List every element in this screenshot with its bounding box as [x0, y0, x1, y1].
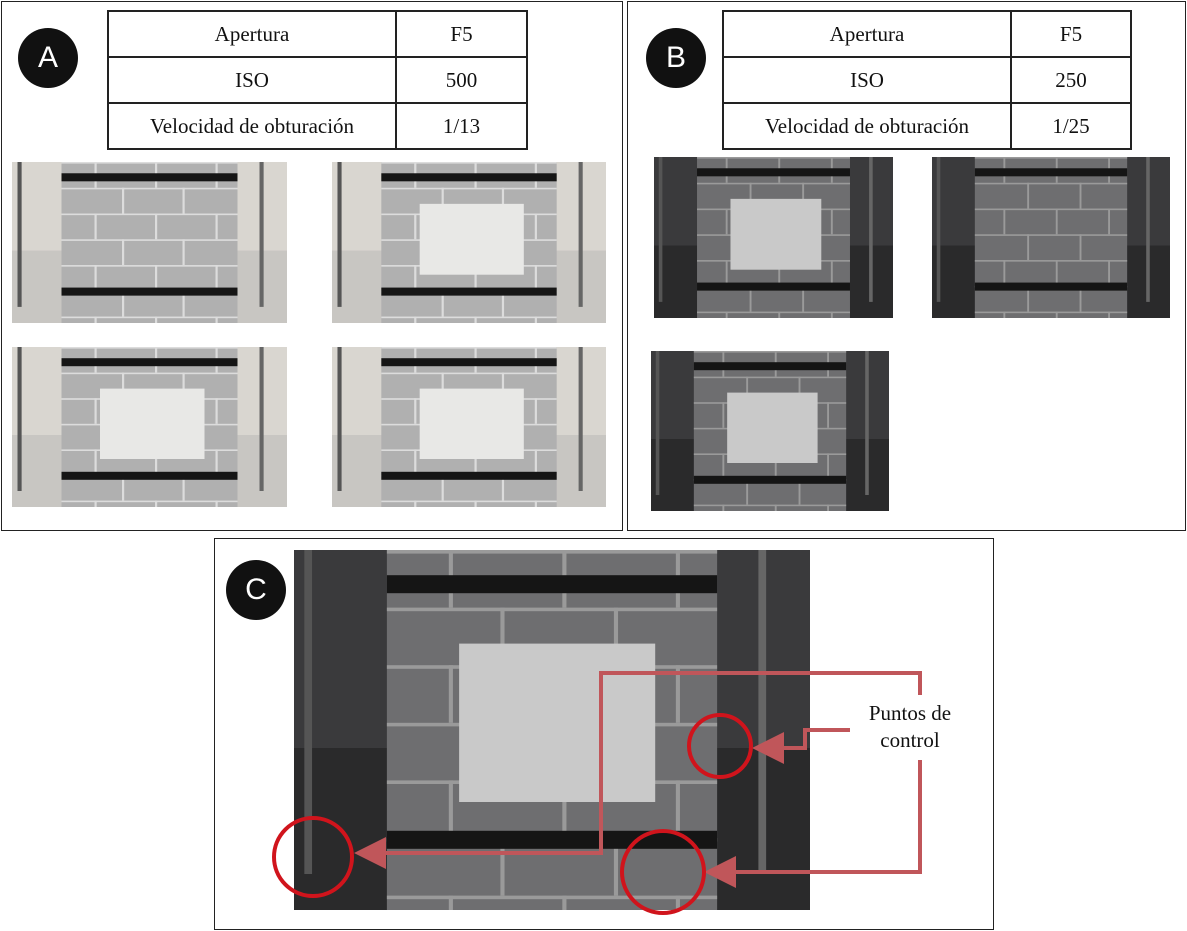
photo-c [294, 550, 810, 910]
param-name: ISO [107, 56, 397, 104]
photo-b1 [654, 157, 893, 318]
photo-b2 [932, 157, 1170, 318]
param-name: Apertura [722, 10, 1012, 58]
param-value: F5 [1010, 10, 1132, 58]
panel-a [1, 1, 623, 531]
param-name: ISO [722, 56, 1012, 104]
label-line-1: Puntos de [868, 701, 952, 725]
badge-b: B [646, 28, 706, 88]
photo-b3 [651, 351, 889, 511]
photo-a3 [12, 347, 287, 507]
photo-a2 [332, 162, 606, 323]
badge-a: A [18, 28, 78, 88]
param-value: 250 [1010, 56, 1132, 104]
param-value: 500 [395, 56, 528, 104]
param-value: 1/13 [395, 102, 528, 150]
label-line-2: control [880, 728, 940, 753]
control-points-label: Puntos de control [845, 700, 975, 755]
panel-b [627, 1, 1186, 531]
param-name: Apertura [107, 10, 397, 58]
param-name: Velocidad de obturación [107, 102, 397, 150]
badge-c: C [226, 560, 286, 620]
photo-a4 [332, 347, 606, 507]
param-name: Velocidad de obturación [722, 102, 1012, 150]
param-value: F5 [395, 10, 528, 58]
param-value: 1/25 [1010, 102, 1132, 150]
photo-a1 [12, 162, 287, 323]
panel-c [214, 538, 994, 930]
